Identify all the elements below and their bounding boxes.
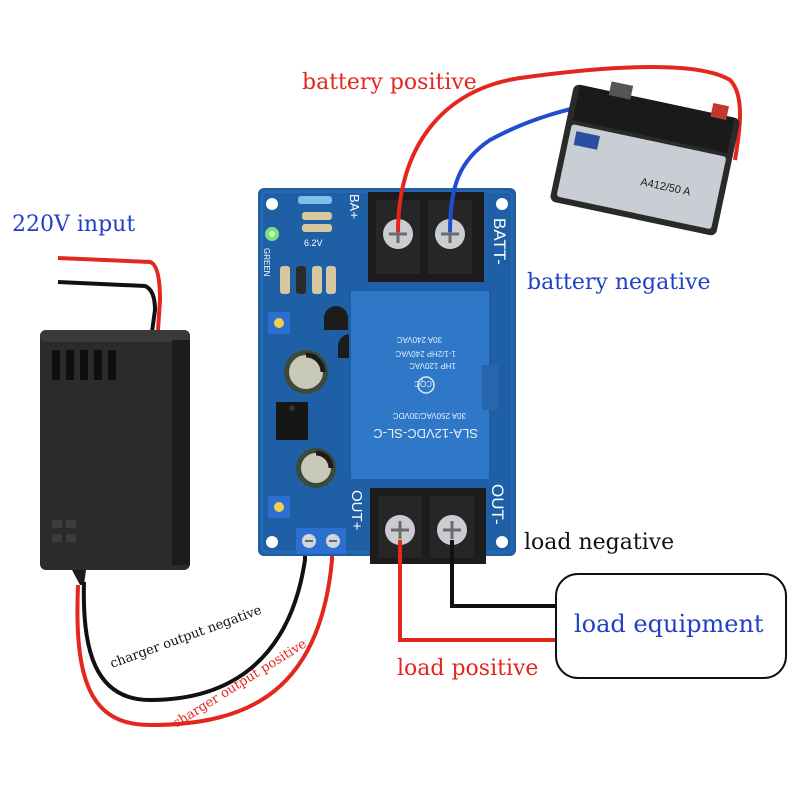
board-label-zener: 6.2V	[304, 238, 323, 248]
board-label-led: GREEN	[262, 248, 271, 277]
label-load-positive: load positive	[397, 656, 539, 681]
label-220v-input: 220V input	[12, 212, 136, 237]
relay	[349, 289, 498, 481]
output-terminal-block	[370, 488, 486, 564]
board-label-out-plus: OUT+	[348, 490, 365, 531]
board-label-batt-plus: BA+	[347, 194, 362, 219]
label-battery-negative: battery negative	[527, 270, 711, 295]
board-label-batt-minus: BATT-	[490, 218, 509, 265]
relay-rating-3: 1-1/2HP 240VAC	[395, 349, 456, 358]
charger-output-wires	[75, 545, 334, 728]
relay-model: SLA-12VDC-SL-C	[373, 426, 478, 441]
label-load-equipment: load equipment	[574, 610, 764, 638]
label-charger-output-negative: charger output negative	[108, 603, 264, 672]
battery-terminal-block	[368, 192, 484, 282]
relay-rating-2: 1HP 120VAC	[409, 361, 456, 370]
label-battery-positive: battery positive	[302, 70, 477, 95]
ac-input-cable	[57, 256, 163, 333]
load-wires	[398, 540, 556, 642]
label-load-negative: load negative	[524, 530, 675, 555]
relay-rating-4: 30A 240VAC	[397, 335, 442, 344]
battery	[550, 81, 740, 236]
label-charger-output-positive: charger output positive	[170, 636, 310, 731]
power-adapter	[40, 330, 190, 585]
load-equipment-box	[555, 573, 787, 679]
relay-cert: CQC	[414, 379, 432, 388]
board-label-out-minus: OUT-	[488, 484, 507, 525]
relay-rating-1: 30A 250VAC/30VDC	[393, 411, 466, 420]
